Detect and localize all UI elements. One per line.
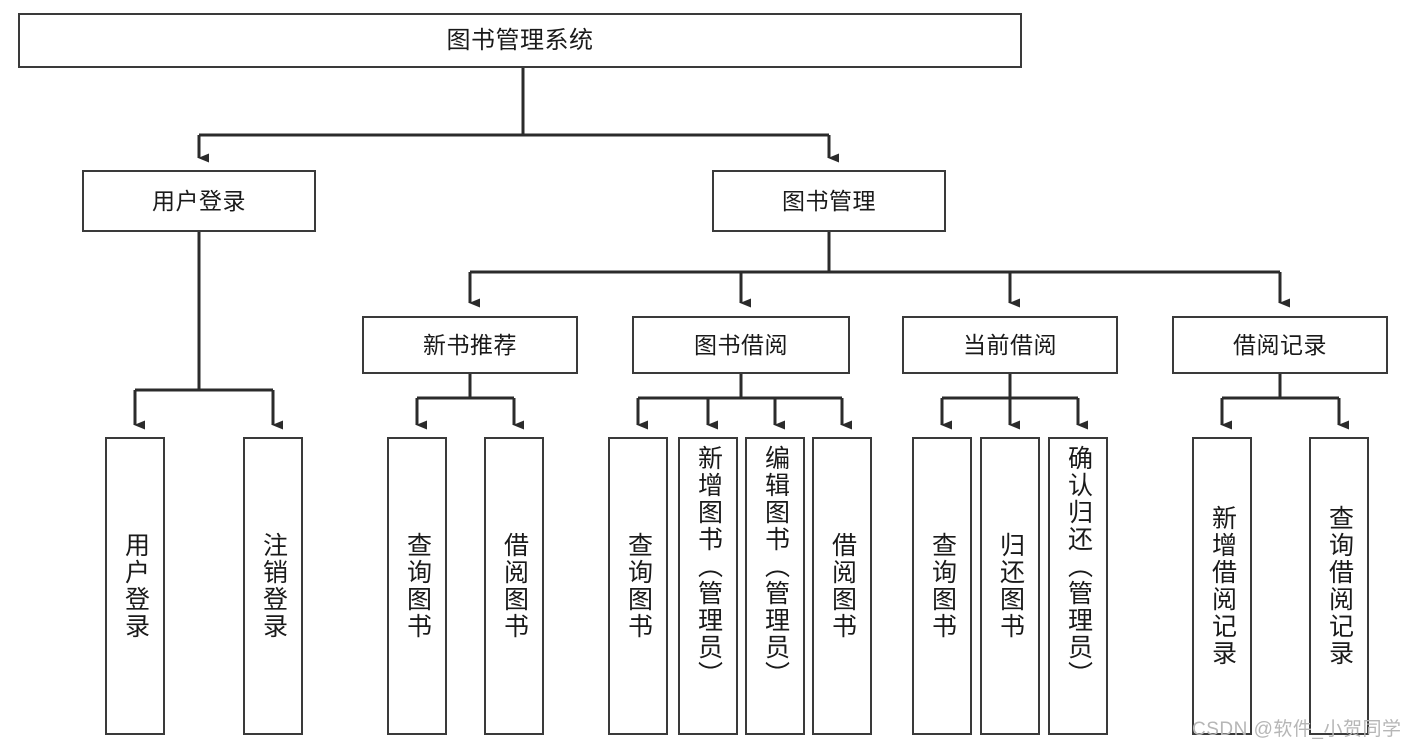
node-label: 查询图书 bbox=[928, 532, 957, 640]
node-leaf-user-logout[interactable]: 注销登录 bbox=[243, 437, 303, 735]
csdn-watermark: CSDN @软件_小贺同学 bbox=[1192, 719, 1402, 740]
node-label: 借阅记录 bbox=[1233, 331, 1327, 358]
node-label: 注销登录 bbox=[259, 532, 288, 640]
node-leaf-borrow-book-recommend[interactable]: 借阅图书 bbox=[484, 437, 544, 735]
node-label: 用户登录 bbox=[121, 532, 150, 640]
node-new-book-recommend[interactable]: 新书推荐 bbox=[362, 316, 578, 374]
node-label: 图书管理系统 bbox=[446, 26, 594, 54]
node-leaf-add-book-admin[interactable]: 新增图书（管理员） bbox=[678, 437, 738, 735]
node-leaf-add-borrow-record[interactable]: 新增借阅记录 bbox=[1192, 437, 1252, 735]
node-label: 查询图书 bbox=[624, 532, 653, 640]
node-user-login[interactable]: 用户登录 bbox=[82, 170, 316, 232]
node-label: 新增图书（管理员） bbox=[694, 445, 723, 688]
node-leaf-query-book-borrow[interactable]: 查询图书 bbox=[608, 437, 668, 735]
node-label: 新增借阅记录 bbox=[1208, 505, 1237, 667]
node-label: 查询借阅记录 bbox=[1325, 505, 1354, 667]
node-leaf-confirm-return-admin[interactable]: 确认归还（管理员） bbox=[1048, 437, 1108, 735]
node-leaf-borrow-book[interactable]: 借阅图书 bbox=[812, 437, 872, 735]
node-current-borrow[interactable]: 当前借阅 bbox=[902, 316, 1118, 374]
node-root-book-management-system[interactable]: 图书管理系统 bbox=[18, 13, 1022, 68]
node-leaf-edit-book-admin[interactable]: 编辑图书（管理员） bbox=[745, 437, 805, 735]
node-book-borrow[interactable]: 图书借阅 bbox=[632, 316, 850, 374]
node-leaf-query-borrow-record[interactable]: 查询借阅记录 bbox=[1309, 437, 1369, 735]
node-label: 借阅图书 bbox=[828, 532, 857, 640]
node-label: 借阅图书 bbox=[500, 532, 529, 640]
node-leaf-query-book-current[interactable]: 查询图书 bbox=[912, 437, 972, 735]
node-borrow-record[interactable]: 借阅记录 bbox=[1172, 316, 1388, 374]
node-label: 用户登录 bbox=[152, 187, 246, 214]
node-label: 编辑图书（管理员） bbox=[761, 445, 790, 688]
node-label: 归还图书 bbox=[996, 532, 1025, 640]
node-label: 图书管理 bbox=[782, 187, 876, 214]
node-leaf-user-login[interactable]: 用户登录 bbox=[105, 437, 165, 735]
node-label: 图书借阅 bbox=[694, 331, 788, 358]
node-leaf-return-book[interactable]: 归还图书 bbox=[980, 437, 1040, 735]
node-label: 当前借阅 bbox=[963, 331, 1057, 358]
node-leaf-query-book-recommend[interactable]: 查询图书 bbox=[387, 437, 447, 735]
node-label: 确认归还（管理员） bbox=[1064, 445, 1093, 688]
node-book-management[interactable]: 图书管理 bbox=[712, 170, 946, 232]
node-label: 查询图书 bbox=[403, 532, 432, 640]
node-label: 新书推荐 bbox=[423, 331, 517, 358]
